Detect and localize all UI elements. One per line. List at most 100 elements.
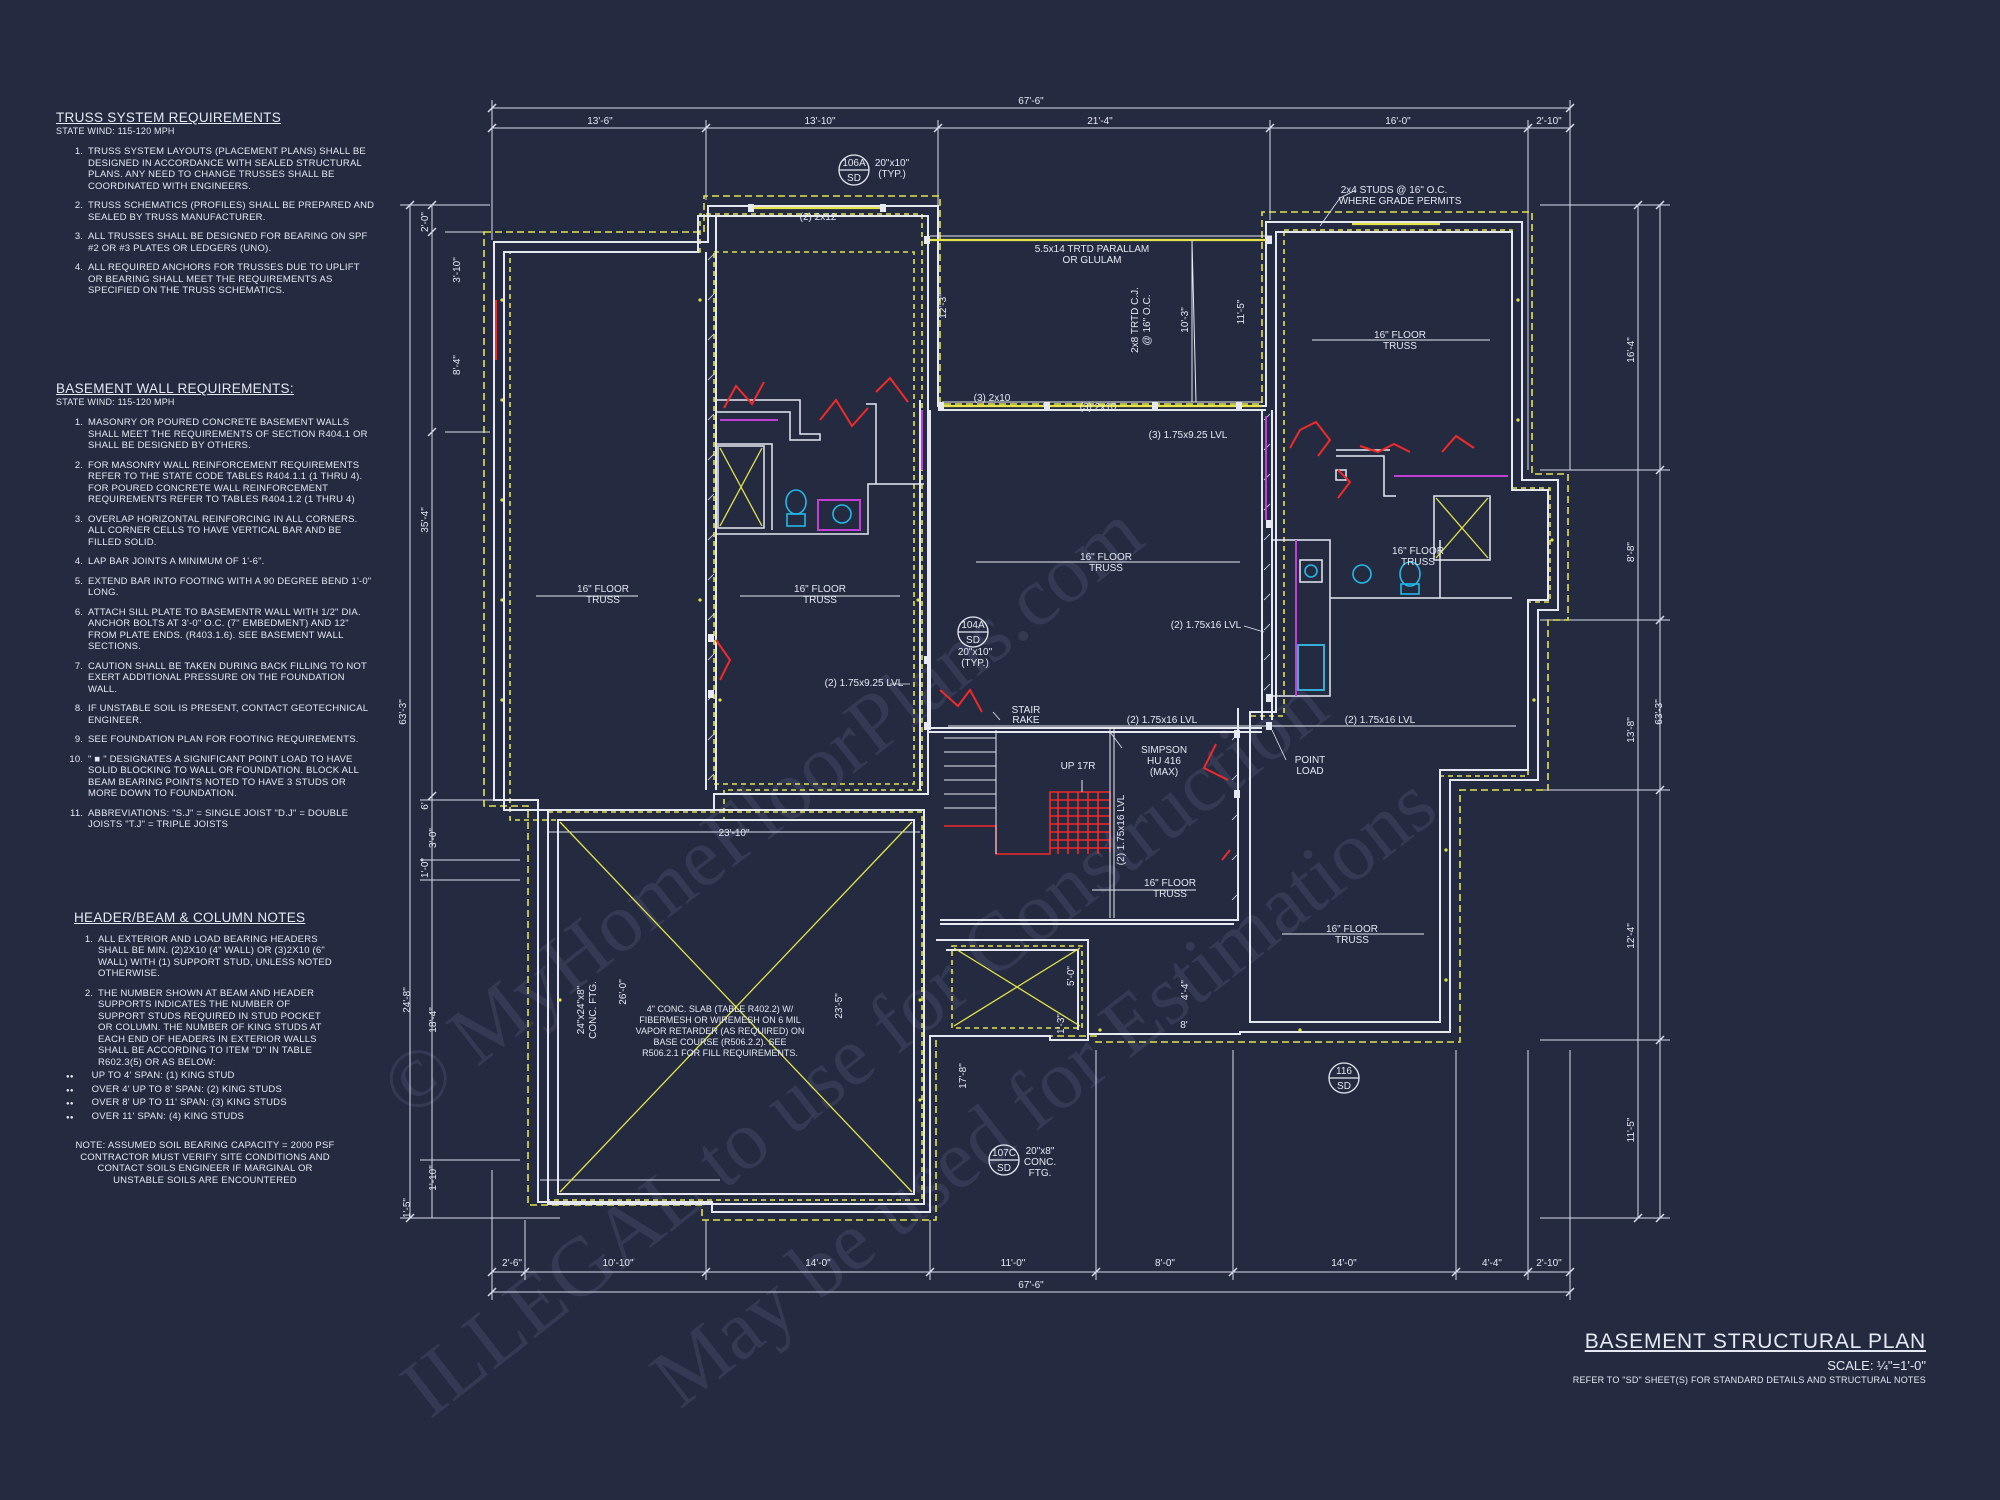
list-item: OVER 11' SPAN: (4) KING STUDS (92, 1111, 336, 1125)
detail-tag-4-top: 116 (1336, 1066, 1352, 1077)
list-item: ALL REQUIRED ANCHORS FOR TRUSSES DUE TO … (86, 262, 376, 297)
truss-label-1b: TRUSS (586, 595, 620, 606)
list-item: TRUSS SYSTEM LAYOUTS (PLACEMENT PLANS) S… (86, 146, 376, 192)
dim-left-1: 2'-0" (420, 212, 431, 232)
dim-bottom-4: 11'-0" (1001, 1258, 1026, 1269)
dim-top-4: 16'-0" (1385, 116, 1411, 127)
truss-notes-subtitle: STATE Wind: 115-120 mph (56, 125, 175, 136)
point-label: POINT (1295, 755, 1326, 766)
detail-tag-3-top: 107C (992, 1148, 1016, 1159)
conc-ftg-b: CONC. (1024, 1157, 1056, 1168)
list-item: FOR MASONRY WALL REINFORCEMENT REQUIREME… (86, 460, 376, 506)
list-item: THE NUMBER SHOWN AT BEAM AND HEADER SUPP… (96, 988, 336, 1069)
header-notes-title: HEADER/BEAM & COLUMN NOTES (74, 910, 306, 925)
dimension-ticks (405, 103, 1665, 1297)
point-load-dots (500, 298, 1554, 1102)
dim-interior-7: 17'-8" (958, 1063, 969, 1089)
truss-label-6: 16" FLOOR (1144, 878, 1196, 889)
dim-interior-11: 4'-4" (1180, 980, 1191, 1000)
dim-left-5: 6' (420, 802, 431, 810)
dim-interior-6: 23'-5" (834, 993, 845, 1019)
dim-interior-5: 26'-0" (618, 979, 629, 1005)
toilet-icon (785, 489, 807, 515)
dimension-lines (400, 100, 1670, 1300)
list-item: MASONRY OR POURED CONCRETE BASEMENT WALL… (86, 417, 376, 452)
soil-note: NOTE: ASSUMED SOIL BEARING CAPACITY = 20… (75, 1140, 335, 1186)
door-swings (495, 300, 1475, 861)
truss-label-4b: TRUSS (1383, 341, 1417, 352)
toilet-icon-2 (1399, 561, 1421, 587)
detail-tag-4-bottom: SD (1337, 1081, 1351, 1092)
list-item: IF UNSTABLE SOIL IS PRESENT, CONTACT GEO… (86, 703, 376, 726)
truss-notes: TRUSS SYSTEM REQUIREMENTS STATE Wind: 11… (56, 110, 376, 305)
dim-top-1: 13'-6" (587, 116, 613, 127)
truss-arrows (536, 339, 1490, 935)
dim-interior-3: 11'-5" (1236, 299, 1247, 324)
truss-label-3: 16" FLOOR (1080, 552, 1132, 563)
truss-label-7: 16" FLOOR (1326, 924, 1378, 935)
sink-icon (832, 504, 852, 524)
lvl-2-16-a: (2) 1.75x16 LVL (1171, 620, 1242, 631)
rake-label: RAKE (1012, 715, 1040, 726)
stud-pockets (708, 204, 1272, 798)
truss-label-4: 16" FLOOR (1374, 330, 1426, 341)
dim-interior-1: 12'-3" (938, 293, 949, 319)
sink-icon-2 (1352, 564, 1372, 584)
dim-left-10: 1'-10" (428, 1165, 439, 1191)
dim-interior-10: 8' (1180, 1020, 1188, 1031)
list-item: LAP BAR JOINTS A MINIMUM OF 1'-6". (86, 556, 376, 568)
footing-label-a: 24"x24"x8" (576, 985, 587, 1034)
truss-label-7b: TRUSS (1335, 935, 1369, 946)
lvl-1-16: (2) 1.75x16 LVL (1116, 794, 1127, 865)
reference-note: REFER TO "SD" SHEET(S) FOR STANDARD DETA… (1572, 1375, 1926, 1385)
dim-bottom-7: 4'-4" (1482, 1258, 1502, 1269)
col-typ-b-1: (TYP.) (878, 169, 906, 180)
dim-bottom-6: 14'-0" (1331, 1258, 1357, 1269)
dim-left-9: 18'-4" (428, 1007, 439, 1033)
dim-interior-4: 23'-10" (718, 828, 749, 839)
dim-interior-2: 10'-3" (1180, 307, 1191, 333)
list-item: OVER 8' UP TO 11' SPAN: (3) KING STUDS (92, 1097, 336, 1111)
col-typ-a-2: 20"x10" (958, 647, 993, 658)
glulam-label: OR GLULAM (1063, 255, 1122, 266)
footing-label-b: CONC. FTG. (588, 981, 599, 1039)
dim-right-5: 11'-5" (1626, 1117, 1637, 1142)
truss-notes-title: TRUSS SYSTEM REQUIREMENTS (56, 110, 282, 125)
king-stud-list: UP TO 4' SPAN: (1) KING STUD OVER 4' UP … (74, 1070, 336, 1124)
scale-label: SCALE: ¼"=1'-0" (1827, 1358, 1926, 1373)
dim-right-1: 16'-4" (1626, 337, 1637, 363)
dim-left-overall: 63'-3" (398, 699, 409, 725)
dimension-text: 67'-6" 13'-6" 13'-10" 21'-4" 16'-0" 2'-1… (398, 96, 1665, 1291)
detail-tag-3-bottom: SD (997, 1163, 1011, 1174)
truss-label-2: 16" FLOOR (794, 584, 846, 595)
header-2x12: (2) 2x12 (800, 212, 837, 223)
list-item: UP TO 4' SPAN: (1) KING STUD (92, 1070, 336, 1084)
beams (752, 206, 1440, 408)
col-typ-a-1: 20"x10" (875, 158, 910, 169)
studs-label-1: 2x4 STUDS @ 16" O.C. (1341, 185, 1448, 196)
truss-label-5: 16" FLOOR (1392, 546, 1444, 557)
dim-left-11: 1'-5" (402, 1198, 413, 1218)
header-notes-list: ALL EXTERIOR AND LOAD BEARING HEADERS SH… (74, 934, 336, 1069)
studs-label-2: WHERE GRADE PERMITS (1339, 196, 1462, 207)
beam-lines-white (930, 235, 1516, 918)
list-item: ATTACH SILL PLATE TO BASEMENTR WALL WITH… (86, 607, 376, 653)
dim-right-2: 8'-8" (1626, 542, 1637, 562)
dim-top-3: 21'-4" (1087, 116, 1113, 127)
dim-right-overall: 63'-3" (1654, 699, 1665, 725)
dim-interior-9: 1'-3" (1056, 1014, 1067, 1034)
truss-label-2b: TRUSS (803, 595, 837, 606)
dim-top-overall: 67'-6" (1018, 96, 1044, 107)
hu-label: HU 416 (1147, 756, 1181, 767)
up-label: UP 17R (1061, 761, 1096, 772)
detail-tag-2-bottom: SD (966, 635, 980, 646)
plumbing-fixtures (785, 489, 1421, 691)
list-item: EXTEND BAR INTO FOOTING WITH A 90 DEGREE… (86, 576, 376, 599)
dim-left-3: 8'-4" (452, 355, 463, 375)
dim-top-5: 2'-10" (1536, 116, 1562, 127)
dim-bottom-8: 2'-10" (1536, 1258, 1562, 1269)
list-item: ALL EXTERIOR AND LOAD BEARING HEADERS SH… (96, 934, 336, 980)
dim-left-6: 3'-0" (428, 828, 439, 848)
detail-tag-1-bottom: SD (847, 173, 861, 184)
